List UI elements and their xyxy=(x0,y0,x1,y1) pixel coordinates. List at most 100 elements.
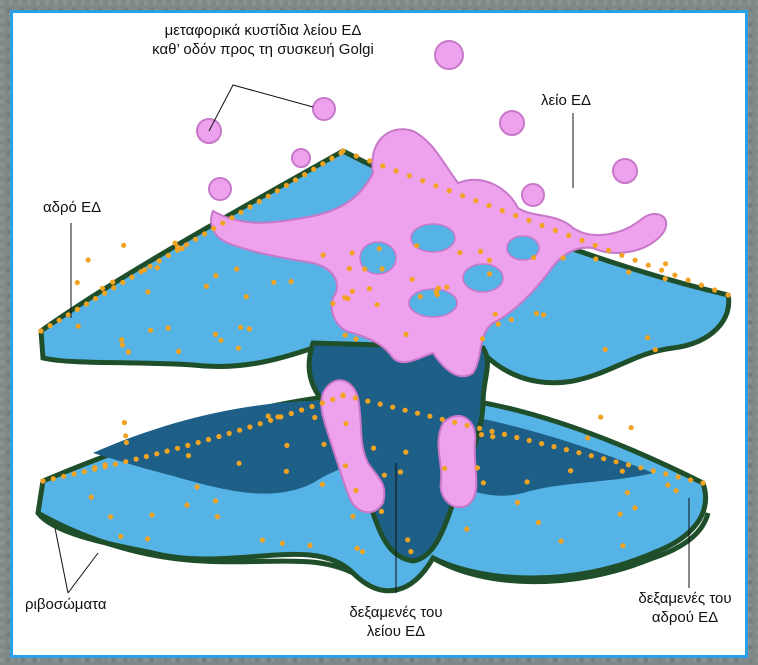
ribosome-dot xyxy=(320,482,325,487)
ribosome-dot xyxy=(526,218,531,223)
label-rough-er-cisternae-line2: αδρού ΕΔ xyxy=(625,608,745,627)
ribosome-dot xyxy=(347,266,352,271)
ribosome-dot xyxy=(378,402,383,407)
ribosome-dot xyxy=(403,332,408,337)
ribosome-dot xyxy=(330,301,335,306)
ribosome-dot xyxy=(645,335,650,340)
ribosome-dot xyxy=(196,440,201,445)
ribosome-dot xyxy=(405,537,410,542)
ribosome-dot xyxy=(477,426,482,431)
ribosome-dot xyxy=(355,546,360,551)
ribosome-dot xyxy=(625,490,630,495)
ribosome-dot xyxy=(663,261,668,266)
ribosome-dot xyxy=(275,414,280,419)
ribosome-dot xyxy=(478,249,483,254)
ribosome-dot xyxy=(515,500,520,505)
ribosome-dot xyxy=(375,302,380,307)
ribosome-dot xyxy=(102,291,107,296)
label-smooth-er-cisternae-line1: δεξαμενές του xyxy=(331,603,461,622)
ribosome-dot xyxy=(362,266,367,271)
ribosome-dot xyxy=(185,443,190,448)
ribosome-dot xyxy=(367,158,372,163)
ribosome-dot xyxy=(407,173,412,178)
ribosome-dot xyxy=(564,447,569,452)
ribosome-dot xyxy=(509,317,514,322)
ribosome-dot xyxy=(479,432,484,437)
ribosome-dot xyxy=(108,514,113,519)
ribosome-dot xyxy=(553,228,558,233)
ribosome-dot xyxy=(166,253,171,258)
ribosome-dot xyxy=(236,346,241,351)
ribosome-dot xyxy=(665,482,670,487)
ribosome-dot xyxy=(111,285,116,290)
ribosome-dot xyxy=(633,258,638,263)
ribosome-dot xyxy=(646,263,651,268)
ribosome-dot xyxy=(576,450,581,455)
ribosome-dot xyxy=(213,332,218,337)
ribosome-dot xyxy=(321,252,326,257)
ribosome-dot xyxy=(320,400,325,405)
ribosome-dot xyxy=(408,549,413,554)
ribosome-dot xyxy=(175,446,180,451)
ribosome-dot xyxy=(176,349,181,354)
ribosome-dot xyxy=(211,226,216,231)
ribosome-dot xyxy=(699,283,704,288)
ribosome-dot xyxy=(487,271,492,276)
ribosome-dot xyxy=(120,342,125,347)
ribosome-dot xyxy=(124,440,129,445)
label-ribosomes: ριβοσώματα xyxy=(25,595,107,614)
ribosome-dot xyxy=(93,296,98,301)
ribosome-dot xyxy=(320,161,325,166)
ribosome-dot xyxy=(66,312,71,317)
ribosome-dot xyxy=(120,280,125,285)
ribosome-dot xyxy=(593,243,598,248)
ribosome-dot xyxy=(184,503,189,508)
ribosome-dot xyxy=(247,424,252,429)
ribosome-dot xyxy=(75,280,80,285)
ribosome-dot xyxy=(129,275,134,280)
ribosome-dot xyxy=(103,462,108,467)
ribosome-dot xyxy=(632,505,637,510)
ribosome-dot xyxy=(48,323,53,328)
ribosome-dot xyxy=(410,277,415,282)
ribosome-dot xyxy=(280,541,285,546)
ribosome-dot xyxy=(89,495,94,500)
leader-ribosomes-b xyxy=(55,528,68,593)
ribosome-dot xyxy=(626,270,631,275)
ribosome-dot xyxy=(266,194,271,199)
ribosome-dot xyxy=(464,527,469,532)
ribosome-dot xyxy=(525,479,530,484)
ribosome-dot xyxy=(593,256,598,261)
ribosome-dot xyxy=(302,172,307,177)
leader-ribosomes-a xyxy=(68,553,98,593)
ribosome-dot xyxy=(585,435,590,440)
ribosome-dot xyxy=(500,208,505,213)
ribosome-dot xyxy=(216,434,221,439)
ribosome-dot xyxy=(248,204,253,209)
ribosome-dot xyxy=(157,258,162,263)
ribosome-dot xyxy=(489,429,494,434)
ribosome-dot xyxy=(486,203,491,208)
ribosome-dot xyxy=(480,336,485,341)
ribosome-dot xyxy=(229,215,234,220)
ribosome-dot xyxy=(398,469,403,474)
ribosome-dot xyxy=(473,198,478,203)
ribosome-dot xyxy=(215,514,220,519)
ribosome-dot xyxy=(496,322,501,327)
ribosome-dot xyxy=(536,520,541,525)
ribosome-dot xyxy=(601,456,606,461)
ribosome-dot xyxy=(123,459,128,464)
ribosome-dot xyxy=(700,480,705,485)
ribosome-dot xyxy=(534,311,539,316)
ribosome-dot xyxy=(218,338,223,343)
ribosome-dot xyxy=(330,397,335,402)
ribosome-dot xyxy=(148,264,153,269)
ribosome-dot xyxy=(260,538,265,543)
ribosome-dot xyxy=(353,395,358,400)
ribosome-dot xyxy=(61,474,66,479)
ribosome-dot xyxy=(367,286,372,291)
ribosome-dot xyxy=(620,543,625,548)
ribosome-dot xyxy=(531,255,536,260)
ribosome-dot xyxy=(603,347,608,352)
ribosome-dot xyxy=(365,399,370,404)
